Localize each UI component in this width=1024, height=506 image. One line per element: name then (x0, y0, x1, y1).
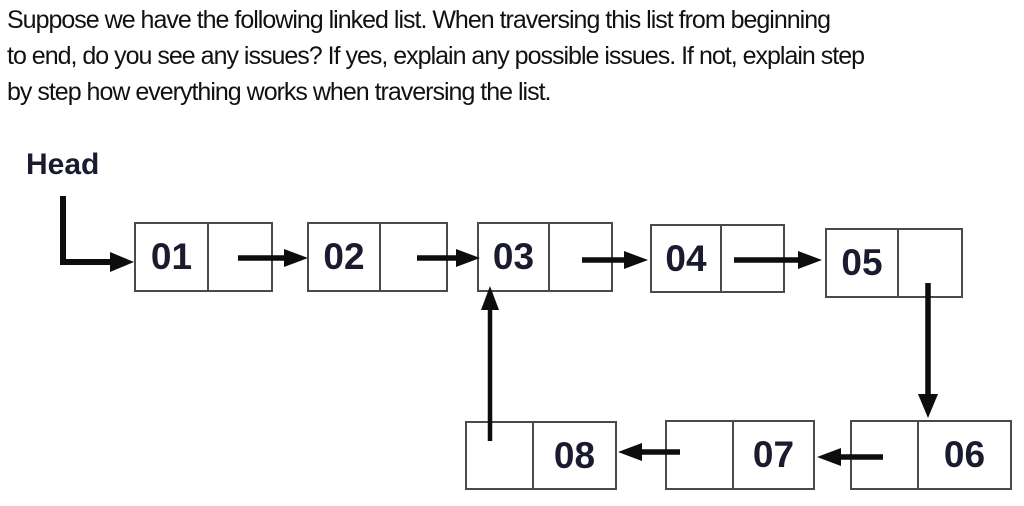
node-02-pointer-cell (381, 224, 446, 290)
arrow-head-to-01-icon (60, 196, 134, 272)
node-03-value: 03 (492, 236, 535, 277)
node-05-data-cell: 05 (827, 230, 899, 296)
node-02: 02 (307, 222, 448, 292)
node-04-data-cell: 04 (652, 226, 722, 291)
arrow-05-to-06-icon (918, 283, 938, 418)
node-04-value: 04 (665, 237, 707, 279)
node-01-value: 01 (150, 236, 193, 277)
question-line-3: by step how everything works when traver… (7, 78, 552, 106)
node-03-data-cell: 03 (479, 224, 550, 290)
node-03-pointer-cell (550, 224, 611, 290)
node-01-data-cell: 01 (136, 224, 209, 290)
node-08-value: 08 (553, 434, 596, 476)
node-05: 05 (825, 228, 963, 298)
question-text: Suppose we have the following linked lis… (7, 2, 1021, 110)
node-04: 04 (650, 224, 785, 293)
node-08: 08 (465, 421, 617, 490)
node-07-value: 07 (752, 434, 795, 475)
node-06-pointer-cell (852, 422, 919, 488)
node-02-data-cell: 02 (309, 224, 381, 290)
node-07-pointer-cell (667, 422, 734, 488)
node-06-data-cell: 06 (919, 422, 1010, 488)
head-pointer-label: Head (26, 148, 100, 181)
question-line-1: Suppose we have the following linked lis… (7, 6, 831, 34)
node-06-value: 06 (943, 434, 986, 475)
node-05-value: 05 (841, 242, 883, 283)
question-line-2: to end, do you see any issues? If yes, e… (7, 42, 865, 70)
node-04-pointer-cell (722, 226, 783, 291)
node-01: 01 (134, 222, 273, 292)
node-08-pointer-cell (467, 423, 534, 488)
node-06: 06 (850, 420, 1012, 490)
arrow-08-to-03-icon (481, 286, 499, 441)
node-02-value: 02 (323, 236, 365, 277)
node-05-pointer-cell (899, 230, 961, 296)
node-08-data-cell: 08 (534, 423, 615, 488)
node-01-pointer-cell (209, 224, 271, 290)
node-07-data-cell: 07 (734, 422, 813, 488)
node-07: 07 (665, 420, 815, 490)
node-03: 03 (477, 222, 613, 292)
